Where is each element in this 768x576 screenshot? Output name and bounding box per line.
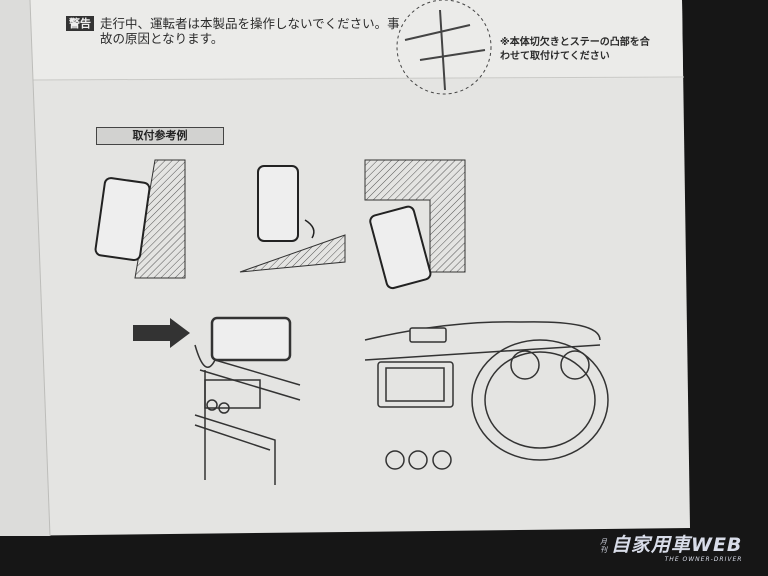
warning-badge: 警告 [66,16,94,31]
mount-example-3 [364,159,466,290]
mount-example-1 [94,159,186,279]
mount-example-2 [239,165,346,273]
example-label: 取付参考例 [96,127,224,145]
dashboard-right-illustration [364,321,609,470]
warning-text: 走行中、運転者は本製品を操作しないでください。事故の原因となります。 [100,16,400,46]
logo-sub: THE OWNER-DRIVER [664,556,743,563]
arrow-icon [133,318,190,348]
watermark-logo: 月刊 自家用車WEB THE OWNER-DRIVER [600,534,742,564]
logo-main: 自家用車WEB [611,534,743,556]
dashboard-left-illustration [194,316,301,485]
logo-text-group: 自家用車WEB THE OWNER-DRIVER [611,534,742,564]
logo-prefix: 月刊 [600,538,607,554]
warning-notice: 警告 走行中、運転者は本製品を操作しないでください。事故の原因となります。 [66,16,400,46]
stay-detail-diagram [396,0,492,95]
install-note: ※本体切欠きとステーの凸部を合わせて取付けてください [500,37,650,62]
